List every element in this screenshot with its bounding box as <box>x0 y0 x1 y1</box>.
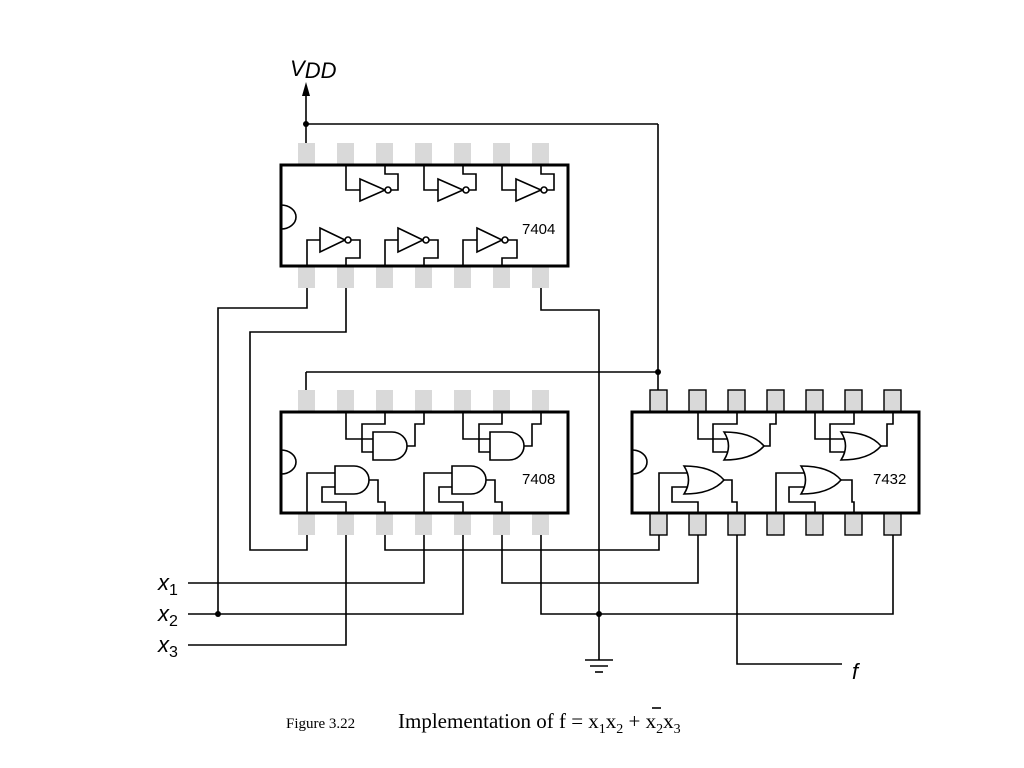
inverter-chip: 7404 <box>279 143 570 288</box>
or-gate <box>814 412 894 461</box>
and-gate <box>423 465 503 513</box>
chip-label-7408: 7408 <box>522 471 555 488</box>
caption-figure-number: Figure 3.22 <box>286 716 355 732</box>
input-label-x3: x3 <box>157 632 178 661</box>
inverter-chip-pins <box>298 143 549 288</box>
or-gate <box>775 465 855 513</box>
output-label-f: f <box>852 659 861 684</box>
and-chip-pins <box>298 390 549 535</box>
input-label-x2: x2 <box>157 601 178 630</box>
and-chip: 7408 <box>279 390 570 535</box>
inverter-gate <box>345 165 399 203</box>
or-gate <box>658 465 738 513</box>
vdd-arrow <box>302 82 310 96</box>
inverter-gate <box>501 165 555 203</box>
vdd-label: VDD <box>290 56 337 83</box>
chip-label-7432: 7432 <box>873 471 906 488</box>
inverter-gate <box>384 226 439 266</box>
and-gate <box>462 412 542 461</box>
input-label-x1: x1 <box>157 570 178 599</box>
and-gate <box>306 465 386 513</box>
or-chip: 7432 <box>630 389 921 536</box>
figure-caption: Figure 3.22 Implementation of f = x1x2 +… <box>286 707 681 737</box>
chip-label-7404: 7404 <box>522 221 555 238</box>
inverter-gate <box>462 226 518 266</box>
inverter-gate <box>423 165 477 203</box>
inverter-gate <box>306 226 361 266</box>
caption-text: Implementation of f = x1x2 + x2x3 <box>398 709 681 737</box>
or-chip-pins <box>649 389 902 536</box>
or-gate <box>697 412 777 461</box>
and-gate <box>345 412 425 461</box>
interconnect-wires <box>188 288 894 665</box>
ground-symbol <box>585 659 613 673</box>
